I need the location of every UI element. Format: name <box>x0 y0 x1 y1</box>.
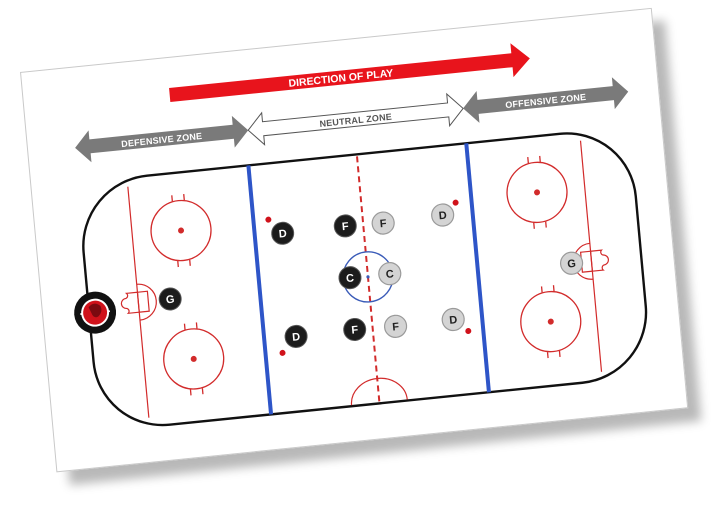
light-center[interactable]: C <box>378 262 402 286</box>
light-goalie[interactable]: G <box>559 251 584 275</box>
stick-marker <box>465 328 472 335</box>
light-forward-top[interactable]: F <box>371 211 395 235</box>
dark-defense-top[interactable]: D <box>265 214 295 246</box>
light-forward-bottom[interactable]: F <box>383 314 408 338</box>
right-goal-net <box>590 249 609 272</box>
svg-text:C: C <box>346 272 355 285</box>
center-red-line <box>356 156 381 403</box>
left-bottom-faceoff-circle <box>163 322 225 396</box>
stick-marker <box>265 216 272 223</box>
svg-text:F: F <box>379 218 387 231</box>
svg-text:F: F <box>341 221 349 234</box>
rink-boards <box>82 132 648 427</box>
svg-text:D: D <box>438 210 447 223</box>
svg-text:F: F <box>392 321 400 334</box>
left-goal-crease <box>120 283 157 321</box>
stick-marker <box>452 199 459 206</box>
dark-defense-bottom[interactable]: D <box>277 324 308 356</box>
left-blue-line <box>246 165 274 415</box>
svg-text:G: G <box>567 258 577 271</box>
defensive-zone-arrow: DEFENSIVE ZONE <box>75 115 249 163</box>
svg-text:D: D <box>278 228 287 241</box>
light-defense-bottom[interactable]: D <box>441 307 472 337</box>
right-blue-line <box>464 143 491 393</box>
dark-goalie[interactable]: G <box>158 287 182 311</box>
light-team: G D F C F D <box>371 199 584 338</box>
team-logo-badge <box>74 291 117 334</box>
svg-text:D: D <box>292 331 301 344</box>
dark-team: G D F C F D <box>158 214 367 356</box>
referee-crease <box>350 377 408 406</box>
svg-text:G: G <box>165 294 175 307</box>
dark-forward-top[interactable]: F <box>333 214 357 238</box>
dark-forward-bottom[interactable]: F <box>343 317 367 342</box>
center-faceoff-dot <box>366 275 370 279</box>
neutral-zone-arrow: NEUTRAL ZONE <box>247 92 464 146</box>
stick-marker <box>279 349 286 356</box>
rink <box>82 132 648 427</box>
right-bottom-faceoff-circle <box>520 285 582 359</box>
left-goal-net <box>120 291 140 315</box>
right-top-faceoff-circle <box>506 155 568 229</box>
offensive-zone-arrow: OFFENSIVE ZONE <box>463 77 629 123</box>
hockey-rink-diagram: DIRECTION OF PLAY DEFENSIVE ZONE NEUTRAL… <box>74 43 648 427</box>
left-top-faceoff-circle <box>150 194 212 268</box>
light-defense-top[interactable]: D <box>430 199 460 227</box>
diagram-paper: DIRECTION OF PLAY DEFENSIVE ZONE NEUTRAL… <box>20 7 689 473</box>
dark-center[interactable]: C <box>338 266 362 290</box>
svg-text:F: F <box>351 324 359 337</box>
svg-text:C: C <box>385 268 394 281</box>
svg-text:D: D <box>449 314 458 327</box>
